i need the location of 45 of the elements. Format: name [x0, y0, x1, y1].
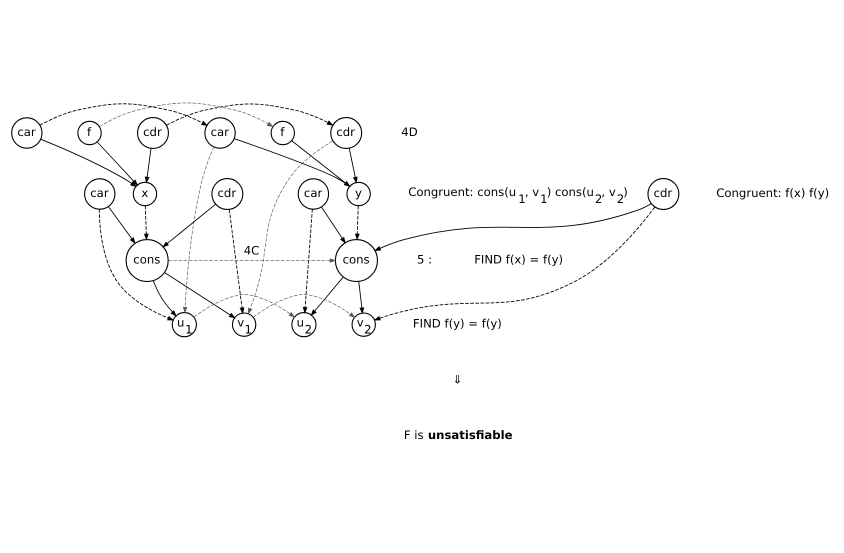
arrow	[164, 272, 236, 319]
arrow	[354, 205, 360, 241]
arrow	[248, 140, 334, 314]
arrow	[144, 205, 149, 241]
arrow	[348, 148, 358, 184]
label: FIND f(x) = f(y)	[474, 252, 564, 266]
arrow	[302, 208, 313, 314]
arrow	[108, 206, 136, 244]
node-circle: f	[270, 120, 295, 146]
arrow	[152, 280, 177, 317]
arrow	[310, 276, 344, 316]
node-circle: cdr	[211, 178, 244, 210]
arrow	[166, 104, 334, 126]
arrow	[374, 203, 652, 251]
node-circle: car	[298, 178, 330, 210]
arrow	[194, 294, 296, 318]
node-circle: car	[11, 117, 43, 149]
label: F is unsatisfiable	[404, 428, 513, 442]
arrow	[228, 209, 244, 314]
arrow	[358, 281, 364, 314]
node-circle: x	[132, 182, 158, 206]
label: FIND f(y) = f(y)	[412, 316, 502, 330]
node-circle: car	[84, 178, 116, 210]
node-circle: cdr	[136, 116, 169, 149]
arrow	[253, 294, 356, 318]
arrow	[168, 258, 336, 263]
label: 4D	[401, 124, 418, 139]
node-circle: cdr	[330, 116, 362, 149]
label: Congruent: f(x) f(y)	[716, 186, 830, 200]
node-circle: car	[204, 117, 236, 149]
node-circle: y	[346, 182, 371, 206]
edge-label: 4C	[244, 244, 260, 258]
arrow	[99, 102, 274, 127]
node-circle: cdr	[647, 178, 680, 210]
arrow	[374, 206, 656, 320]
node-circle: f	[77, 120, 102, 146]
arrow	[39, 103, 208, 126]
arrow	[144, 148, 152, 184]
label: 5 :	[416, 252, 432, 266]
arrow	[321, 206, 346, 244]
arrow	[182, 146, 214, 314]
arrow	[162, 204, 216, 248]
label: ⇓	[452, 372, 462, 387]
node-circle: cons	[334, 238, 378, 282]
arrow	[98, 208, 174, 321]
